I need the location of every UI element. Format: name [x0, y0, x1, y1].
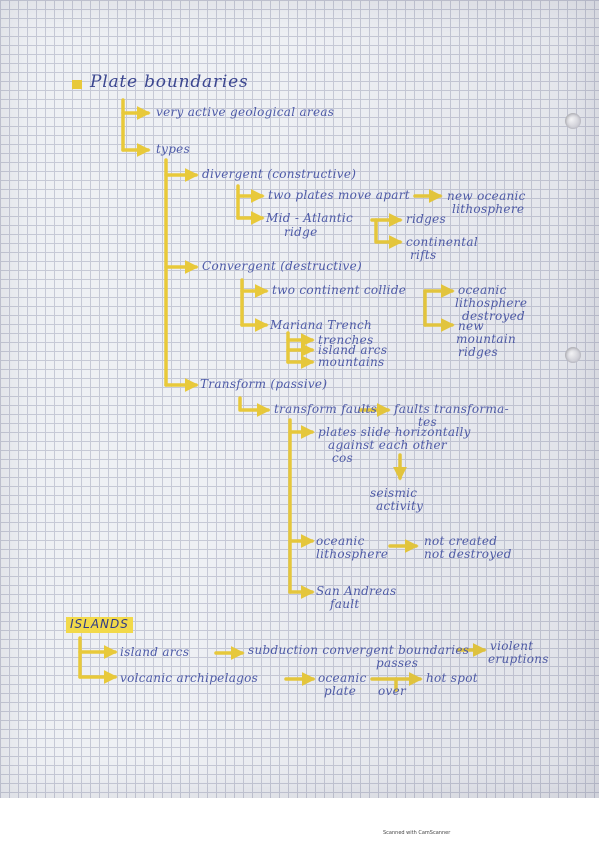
- note-subduction: subduction convergent boundaries: [248, 643, 470, 657]
- note-convergent: Convergent (destructive): [202, 259, 362, 273]
- note-not-created-1: not created: [424, 534, 498, 548]
- note-faults-transform-2: tes: [418, 415, 437, 429]
- note-two-plates-apart: two plates move apart: [268, 188, 410, 202]
- note-new-mountain-1: new: [458, 319, 485, 333]
- note-transform-faults: transform faults: [274, 402, 378, 416]
- note-san-andreas-2: fault: [330, 597, 360, 611]
- note-faults-transform-1: faults transforma-: [394, 402, 509, 416]
- note-plates-slide-1: plates slide horizontally: [318, 425, 471, 439]
- note-new-mountain-3: ridges: [458, 345, 498, 359]
- page-title: Plate boundaries: [90, 72, 249, 92]
- note-new-oceanic-2: lithosphere: [452, 202, 525, 216]
- title-bullet: [72, 80, 82, 89]
- islands-heading: ISLANDS: [66, 617, 133, 633]
- note-types: types: [156, 142, 191, 156]
- note-hot-spot: hot spot: [426, 671, 478, 685]
- note-passes: passes: [376, 656, 419, 670]
- note-oceanic-plate-1: oceanic: [318, 671, 367, 685]
- note-over: over: [378, 684, 407, 698]
- note-plates-slide-3: cos: [332, 451, 354, 465]
- scanner-watermark: Scanned with CamScanner: [383, 830, 451, 836]
- note-mid-atlantic-1: Mid - Atlantic: [266, 211, 354, 225]
- note-mariana-trench: Mariana Trench: [270, 318, 373, 332]
- note-mid-atlantic-2: ridge: [284, 225, 318, 239]
- note-new-oceanic-1: new oceanic: [447, 189, 526, 203]
- note-oceanic-plate-2: plate: [324, 684, 357, 698]
- yellow-highlighter-arrows: [78, 98, 487, 692]
- note-not-created-2: not destroyed: [424, 547, 512, 561]
- note-active-areas: very active geological areas: [156, 105, 335, 119]
- note-volcanic-arch: volcanic archipelagos: [120, 671, 259, 685]
- note-island-arcs: island arcs: [318, 343, 388, 357]
- note-oceanic-lith-1: oceanic: [316, 534, 365, 548]
- notebook-page: Plate boundaries very active geological …: [0, 0, 599, 798]
- note-oceanic-destroyed-1: oceanic: [458, 283, 507, 297]
- punch-hole-bottom: [565, 347, 581, 363]
- note-violent-1: violent: [490, 639, 534, 653]
- note-transform: Transform (passive): [200, 377, 328, 391]
- note-seismic-2: activity: [376, 499, 424, 513]
- note-oceanic-destroyed-2: lithosphere: [455, 296, 528, 310]
- note-san-andreas-1: San Andreas: [316, 584, 397, 598]
- note-two-continents: two continent collide: [272, 283, 407, 297]
- note-plates-slide-2: against each other: [328, 438, 447, 452]
- note-new-mountain-2: mountain: [456, 332, 517, 346]
- note-mountains: mountains: [318, 355, 385, 369]
- note-oceanic-lith-2: lithosphere: [316, 547, 389, 561]
- note-continental-2: rifts: [410, 248, 437, 262]
- note-divergent: divergent (constructive): [202, 167, 357, 181]
- note-continental-1: continental: [406, 235, 479, 249]
- note-oceanic-destroyed-3: destroyed: [462, 309, 525, 323]
- note-seismic-1: seismic: [370, 486, 418, 500]
- note-ridges: ridges: [406, 212, 446, 226]
- note-violent-2: eruptions: [488, 652, 549, 666]
- punch-hole-top: [565, 113, 581, 129]
- note-trenches: trenches: [318, 333, 374, 347]
- note-island-arcs-2: island arcs: [120, 645, 190, 659]
